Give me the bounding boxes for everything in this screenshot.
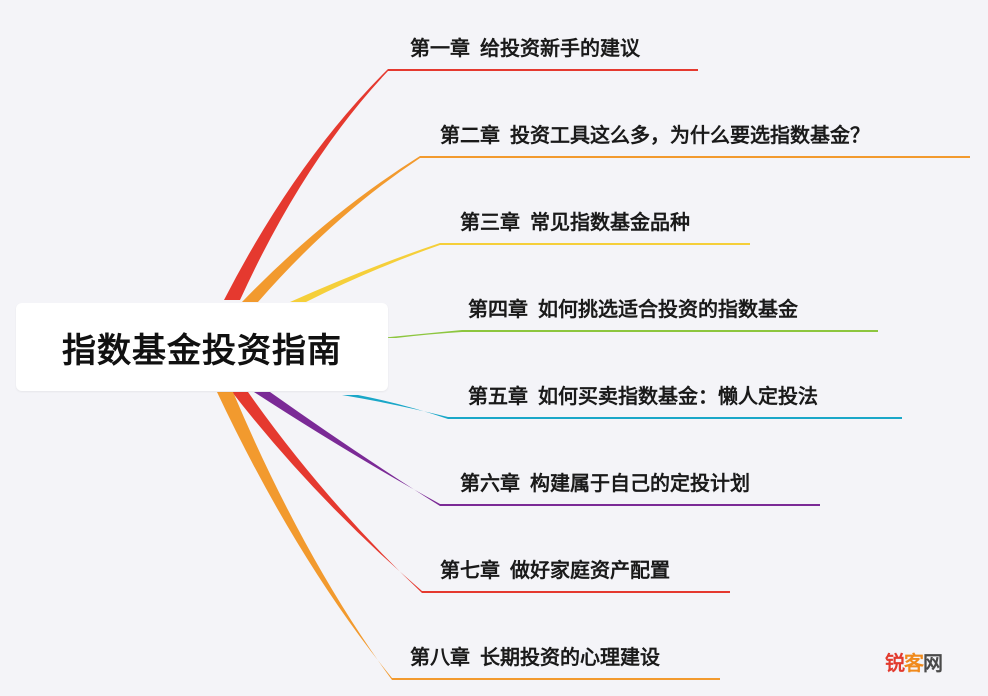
chapter-8-label: 第八章长期投资的心理建设 — [410, 641, 660, 670]
chapter-2-label: 第二章投资工具这么多，为什么要选指数基金？ — [440, 119, 870, 148]
chapter-7-label: 第七章做好家庭资产配置 — [440, 554, 670, 583]
chapter-title: 长期投资的心理建设 — [480, 645, 660, 669]
central-topic-box: 指数基金投资指南 — [16, 303, 388, 391]
chapter-title: 给投资新手的建议 — [480, 36, 640, 60]
chapter-title: 如何买卖指数基金：懒人定投法 — [538, 384, 818, 408]
branch-curve — [217, 392, 392, 680]
chapter-title: 如何挑选适合投资的指数基金 — [538, 297, 798, 321]
chapter-5-label: 第五章如何买卖指数基金：懒人定投法 — [468, 380, 818, 409]
chapter-number: 第八章 — [410, 645, 470, 669]
branch-curve — [380, 330, 462, 338]
chapter-1-label: 第一章给投资新手的建议 — [410, 32, 640, 61]
chapter-3-label: 第三章常见指数基金品种 — [460, 206, 690, 235]
chapter-number: 第六章 — [460, 471, 520, 495]
chapter-number: 第七章 — [440, 558, 500, 582]
branch-curve — [242, 156, 420, 302]
central-topic-title: 指数基金投资指南 — [62, 330, 342, 371]
branch-curve — [254, 392, 440, 506]
branch-curve — [290, 243, 440, 302]
chapter-4-label: 第四章如何挑选适合投资的指数基金 — [468, 293, 798, 322]
chapter-title: 做好家庭资产配置 — [510, 558, 670, 582]
chapter-title: 常见指数基金品种 — [530, 210, 690, 234]
chapter-number: 第三章 — [460, 210, 520, 234]
chapter-number: 第二章 — [440, 123, 500, 147]
chapter-number: 第五章 — [468, 384, 528, 408]
chapter-number: 第一章 — [410, 36, 470, 60]
chapter-title: 投资工具这么多，为什么要选指数基金？ — [510, 123, 870, 147]
chapter-6-label: 第六章构建属于自己的定投计划 — [460, 467, 750, 496]
site-watermark: 锐客网 — [885, 651, 943, 675]
branch-curve — [224, 69, 388, 300]
chapter-number: 第四章 — [468, 297, 528, 321]
branch-curve — [342, 395, 448, 419]
branch-curve — [232, 392, 422, 593]
chapter-title: 构建属于自己的定投计划 — [530, 471, 750, 495]
